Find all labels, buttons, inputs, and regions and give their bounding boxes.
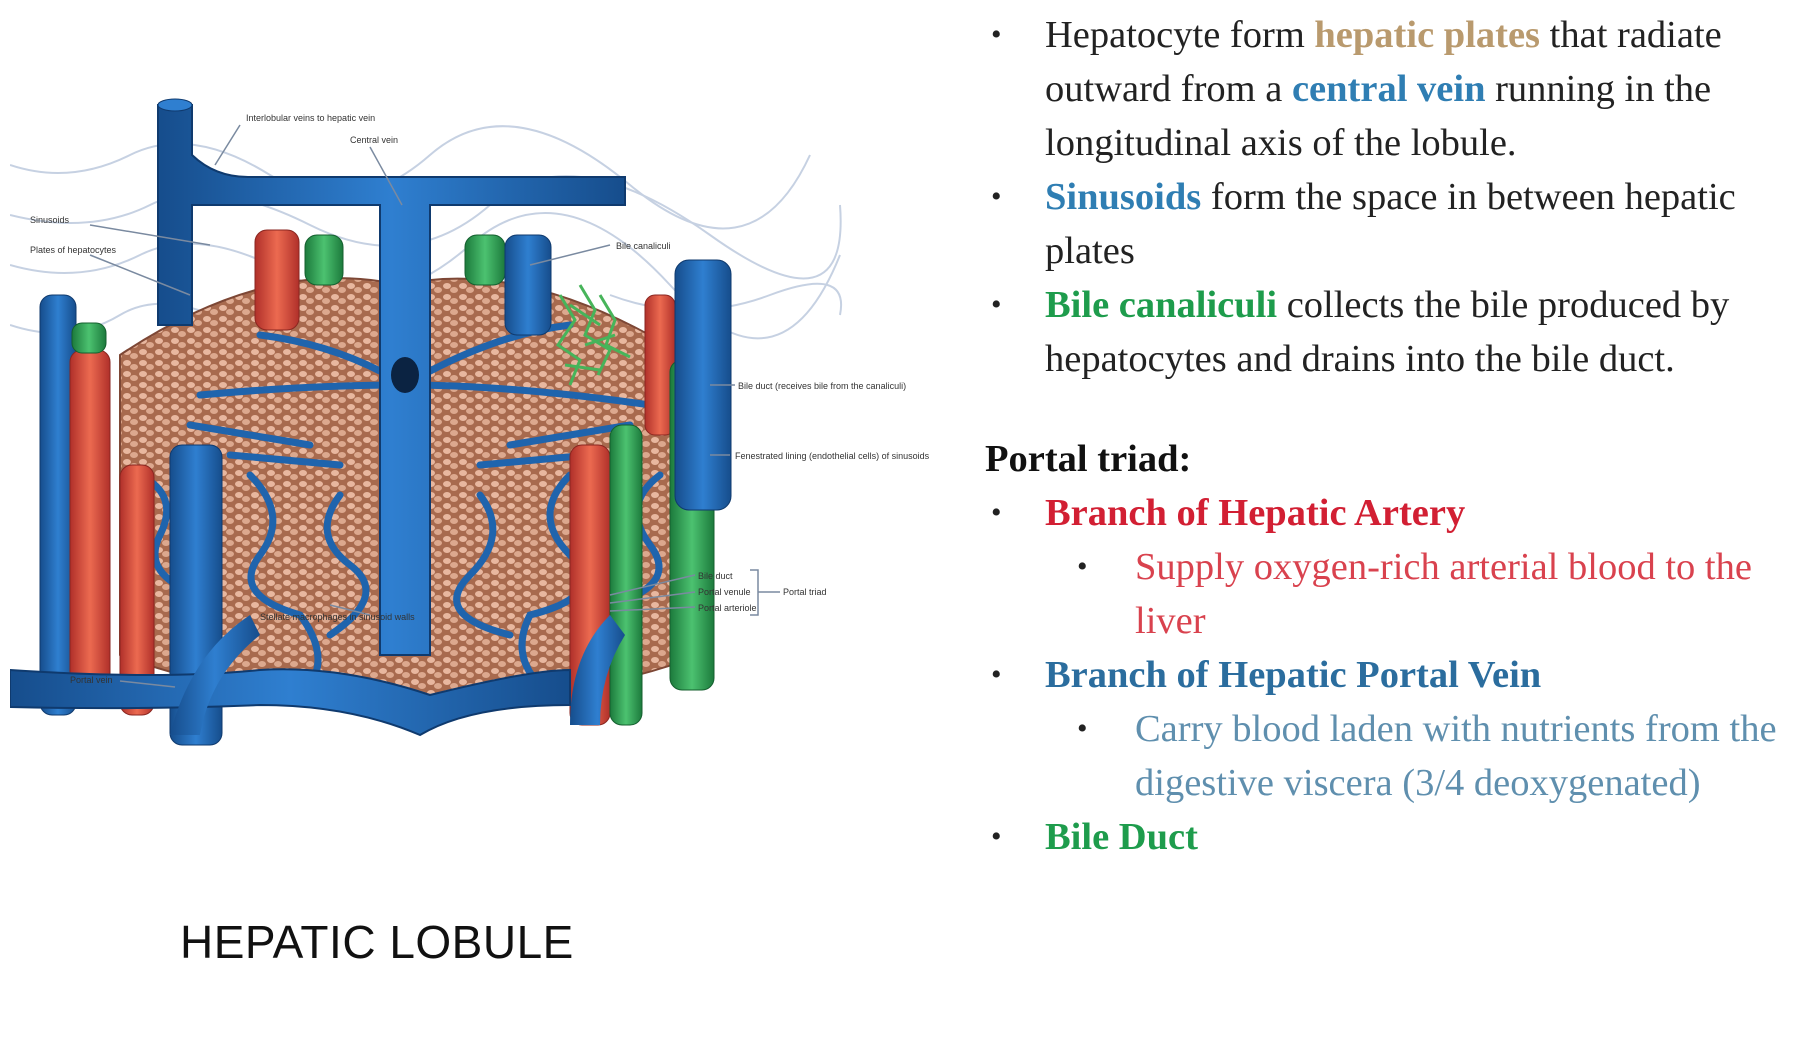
label-kupffer: Stellate macrophages in sinusoid walls [260, 612, 415, 622]
bullet-bile-duct: • Bile Duct [985, 810, 1785, 864]
bullet-sinusoids: • Sinusoids form the space in between he… [985, 170, 1785, 278]
bullet-dot: • [991, 810, 1002, 864]
label-sinusoids: Sinusoids [30, 215, 70, 225]
bullet-bile-canaliculi: • Bile canaliculi collects the bile prod… [985, 278, 1785, 386]
bullet-dot: • [991, 8, 1002, 62]
term-sinusoids: Sinusoids [1045, 176, 1201, 218]
bullet-dot: • [991, 648, 1002, 702]
bullet-hepatic-artery: • Branch of Hepatic Artery [985, 486, 1785, 540]
bullet-dot: • [1077, 702, 1088, 756]
text: Supply oxygen-rich arterial blood to the… [1135, 546, 1752, 642]
label-interlobular-veins: Interlobular veins to hepatic vein [246, 113, 375, 123]
term-central-vein: central vein [1292, 68, 1486, 110]
sub-bullet-hepatic-artery: • Supply oxygen-rich arterial blood to t… [985, 540, 1785, 648]
bullet-hepatic-plates: • Hepatocyte form hepatic plates that ra… [985, 8, 1785, 170]
hepatic-lobule-illustration: Interlobular veins to hepatic vein Centr… [10, 95, 970, 855]
bullet-dot: • [991, 486, 1002, 540]
term-bile-canaliculi: Bile canaliculi [1045, 284, 1277, 326]
label-portal-arteriole: Portal arteriole [698, 603, 757, 613]
term-hepatic-portal-vein: Branch of Hepatic Portal Vein [1045, 654, 1541, 696]
portal-triad-heading: Portal triad: [985, 432, 1785, 486]
text: Hepatocyte form [1045, 14, 1314, 56]
label-central-vein: Central vein [350, 135, 398, 145]
notes-panel: • Hepatocyte form hepatic plates that ra… [985, 8, 1785, 864]
bullet-dot: • [991, 170, 1002, 224]
sub-bullet-hepatic-portal-vein: • Carry blood laden with nutrients from … [985, 702, 1785, 810]
term-hepatic-artery: Branch of Hepatic Artery [1045, 492, 1465, 534]
diagram-title: HEPATIC LOBULE [180, 915, 620, 969]
label-plates: Plates of hepatocytes [30, 245, 117, 255]
label-bile-duct-receives: Bile duct (receives bile from the canali… [738, 381, 906, 391]
bullet-dot: • [1077, 540, 1088, 594]
label-portal-triad: Portal triad [783, 587, 827, 597]
bullet-dot: • [991, 278, 1002, 332]
term-bile-duct: Bile Duct [1045, 816, 1198, 858]
bullet-hepatic-portal-vein: • Branch of Hepatic Portal Vein [985, 648, 1785, 702]
label-fenestrated-lining: Fenestrated lining (endothelial cells) o… [735, 451, 930, 461]
text: Carry blood laden with nutrients from th… [1135, 708, 1777, 804]
label-bile-duct: Bile duct [698, 571, 733, 581]
label-portal-vein: Portal vein [70, 675, 113, 685]
label-bile-canaliculi: Bile canaliculi [616, 241, 671, 251]
term-hepatic-plates: hepatic plates [1314, 14, 1540, 56]
label-portal-venule: Portal venule [698, 587, 751, 597]
